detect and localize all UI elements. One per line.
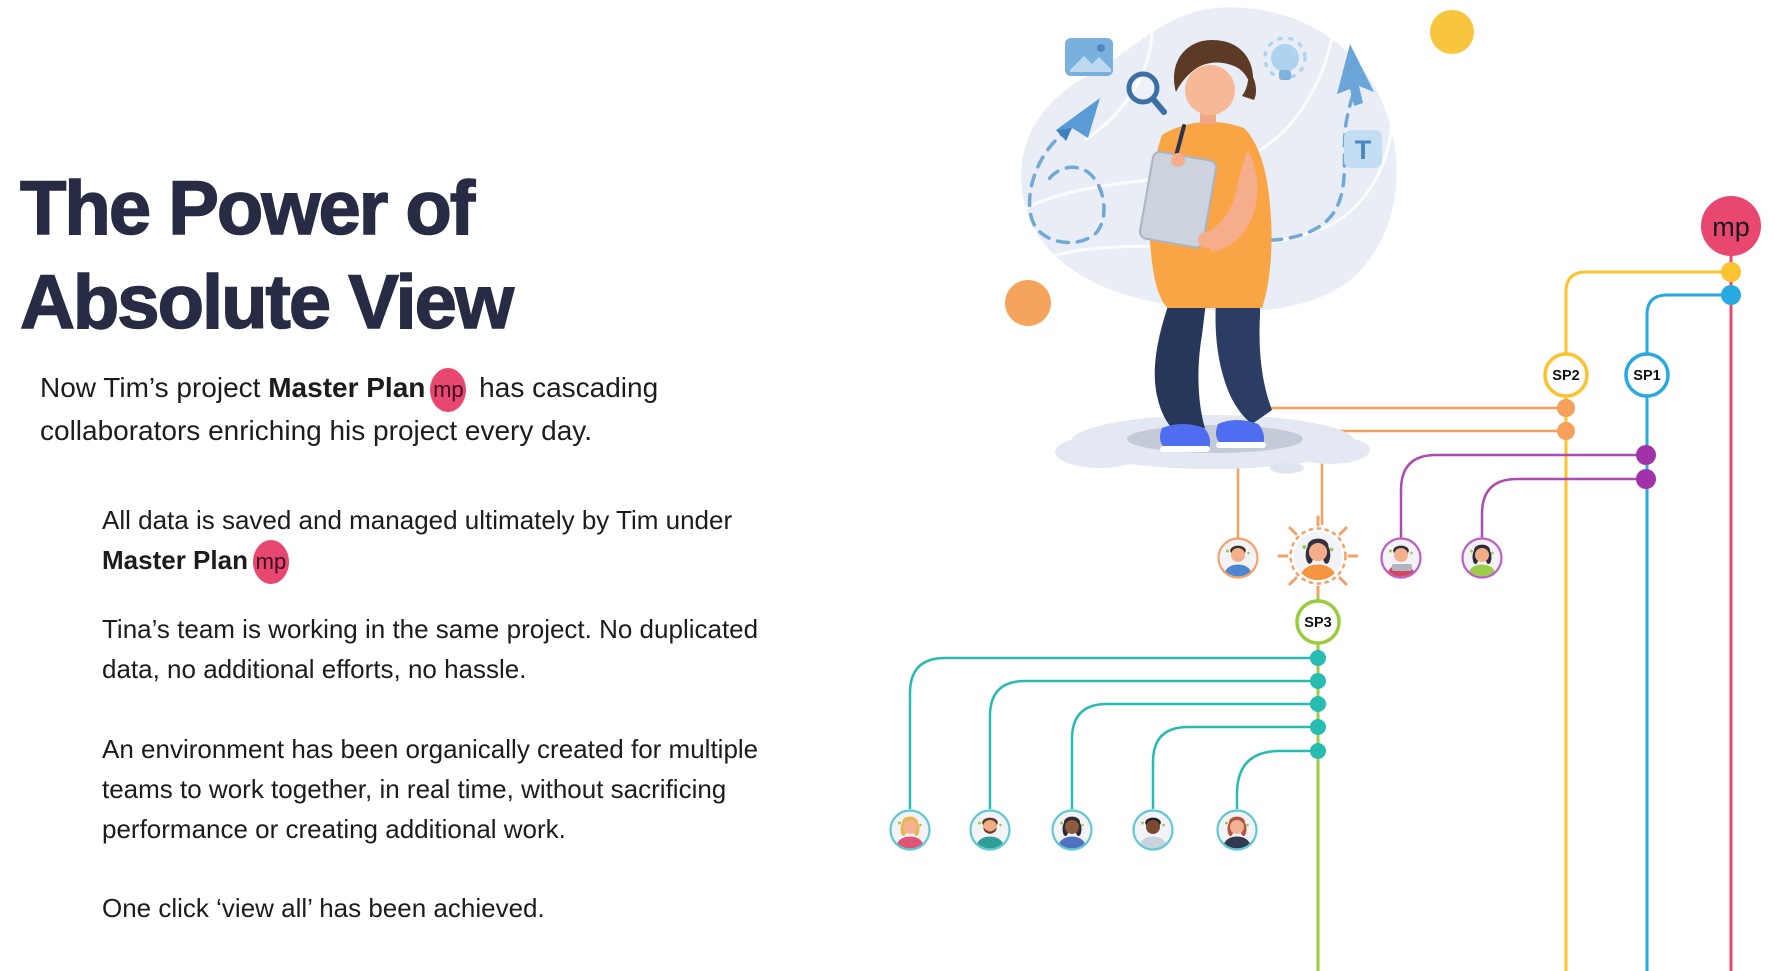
teal-team-links bbox=[908, 656, 1318, 809]
tim-hand-2 bbox=[1198, 232, 1214, 248]
paper-plane-icon bbox=[1056, 98, 1100, 141]
p1-text: All data is saved and managed ultimately… bbox=[102, 505, 733, 535]
bullet-paragraph-1: All data is saved and managed ultimately… bbox=[102, 500, 822, 585]
tim-link-upper bbox=[1250, 382, 1566, 410]
tim-hair bbox=[1174, 40, 1256, 100]
mp-node-label: mp bbox=[1712, 212, 1750, 242]
tim-figure bbox=[1138, 40, 1272, 452]
intro-text-1: Now Tim’s project bbox=[40, 372, 269, 403]
project-name: Master Plan bbox=[102, 545, 248, 575]
intro-text-2: has cascading collaborators enriching hi… bbox=[40, 372, 659, 446]
tim-tablet bbox=[1138, 150, 1218, 249]
bullet-paragraph-4: One click ‘view all’ has been achieved. bbox=[102, 893, 545, 923]
bullet-paragraph-2: Tina’s team is working in the same proje… bbox=[102, 614, 759, 684]
lightbulb-icon bbox=[1263, 36, 1307, 80]
collaborator-row-1 bbox=[1217, 515, 1503, 597]
orange-junction-dot-1 bbox=[1557, 399, 1575, 417]
sp2-node-label: SP2 bbox=[1552, 368, 1579, 384]
orange-decor-circle bbox=[1005, 280, 1051, 326]
page-title: The Power of Absolute View bbox=[19, 162, 515, 350]
tim-arm bbox=[1204, 150, 1258, 252]
laptop bbox=[1392, 564, 1412, 571]
sp1-junction-dot bbox=[1721, 285, 1741, 305]
tim-leg-right bbox=[1215, 302, 1272, 424]
tim-shoe-left bbox=[1160, 424, 1211, 450]
text-icon: T bbox=[1344, 130, 1382, 168]
purple-junction-dot-2 bbox=[1636, 469, 1656, 489]
yellow-decor-circle bbox=[1430, 10, 1474, 54]
avatar-woman-auburn-hair bbox=[1216, 809, 1258, 851]
tim-face bbox=[1185, 65, 1235, 115]
sp2-node: SP2 bbox=[1543, 352, 1589, 398]
tina-sun-rays bbox=[1277, 515, 1359, 597]
sp3-node: SP3 bbox=[1295, 599, 1341, 645]
sp2-branch-line bbox=[1564, 270, 1723, 355]
purple-link-1 bbox=[1399, 453, 1646, 538]
tim-leg-left bbox=[1154, 300, 1206, 434]
text-icon-glyph: T bbox=[1355, 135, 1372, 165]
sp1-branch-line bbox=[1645, 293, 1723, 355]
avatar-woman-green-shirt bbox=[1461, 537, 1503, 579]
avatar-person-striped-shirt bbox=[1132, 809, 1174, 851]
project-name: Master Plan bbox=[268, 372, 426, 403]
avatar-person-red-laptop bbox=[1380, 537, 1422, 579]
avatar-tina-highlighted bbox=[1277, 515, 1359, 597]
avatar-woman-patterned-top bbox=[1051, 809, 1093, 851]
magnifier-icon bbox=[1126, 71, 1167, 115]
orange-junction-dot-2 bbox=[1557, 422, 1575, 440]
avatar-man-blue-shirt bbox=[1217, 537, 1259, 579]
collaborator-row-2 bbox=[889, 809, 1258, 851]
sp3-node-label: SP3 bbox=[1304, 615, 1331, 631]
bullet-paragraph-3: An environment has been organically crea… bbox=[102, 734, 759, 844]
avatar-woman-blonde bbox=[889, 809, 931, 851]
teal-junction-dots bbox=[1310, 650, 1326, 759]
cursor-icon bbox=[1337, 44, 1374, 106]
title-line-1: The Power of bbox=[19, 165, 476, 252]
sp1-node: SP1 bbox=[1624, 352, 1670, 398]
mp-badge: mp bbox=[252, 540, 289, 585]
avatar-man-beard-teal bbox=[969, 809, 1011, 851]
tim-pen bbox=[1174, 124, 1186, 158]
tina-scalloped-ring bbox=[1289, 527, 1347, 585]
picture-icon bbox=[1065, 38, 1113, 76]
sp1-node-label: SP1 bbox=[1633, 368, 1660, 384]
sp2-junction-dot bbox=[1721, 262, 1741, 282]
connection-dots bbox=[1310, 262, 1741, 759]
mp-badge: mp bbox=[430, 367, 467, 412]
purple-junction-dot-1 bbox=[1636, 445, 1656, 465]
tim-hand bbox=[1171, 153, 1185, 167]
title-line-2: Absolute View bbox=[19, 259, 515, 346]
purple-link-2 bbox=[1480, 477, 1646, 538]
tim-shoe-right bbox=[1216, 420, 1265, 446]
mp-node: mp bbox=[1701, 196, 1761, 256]
